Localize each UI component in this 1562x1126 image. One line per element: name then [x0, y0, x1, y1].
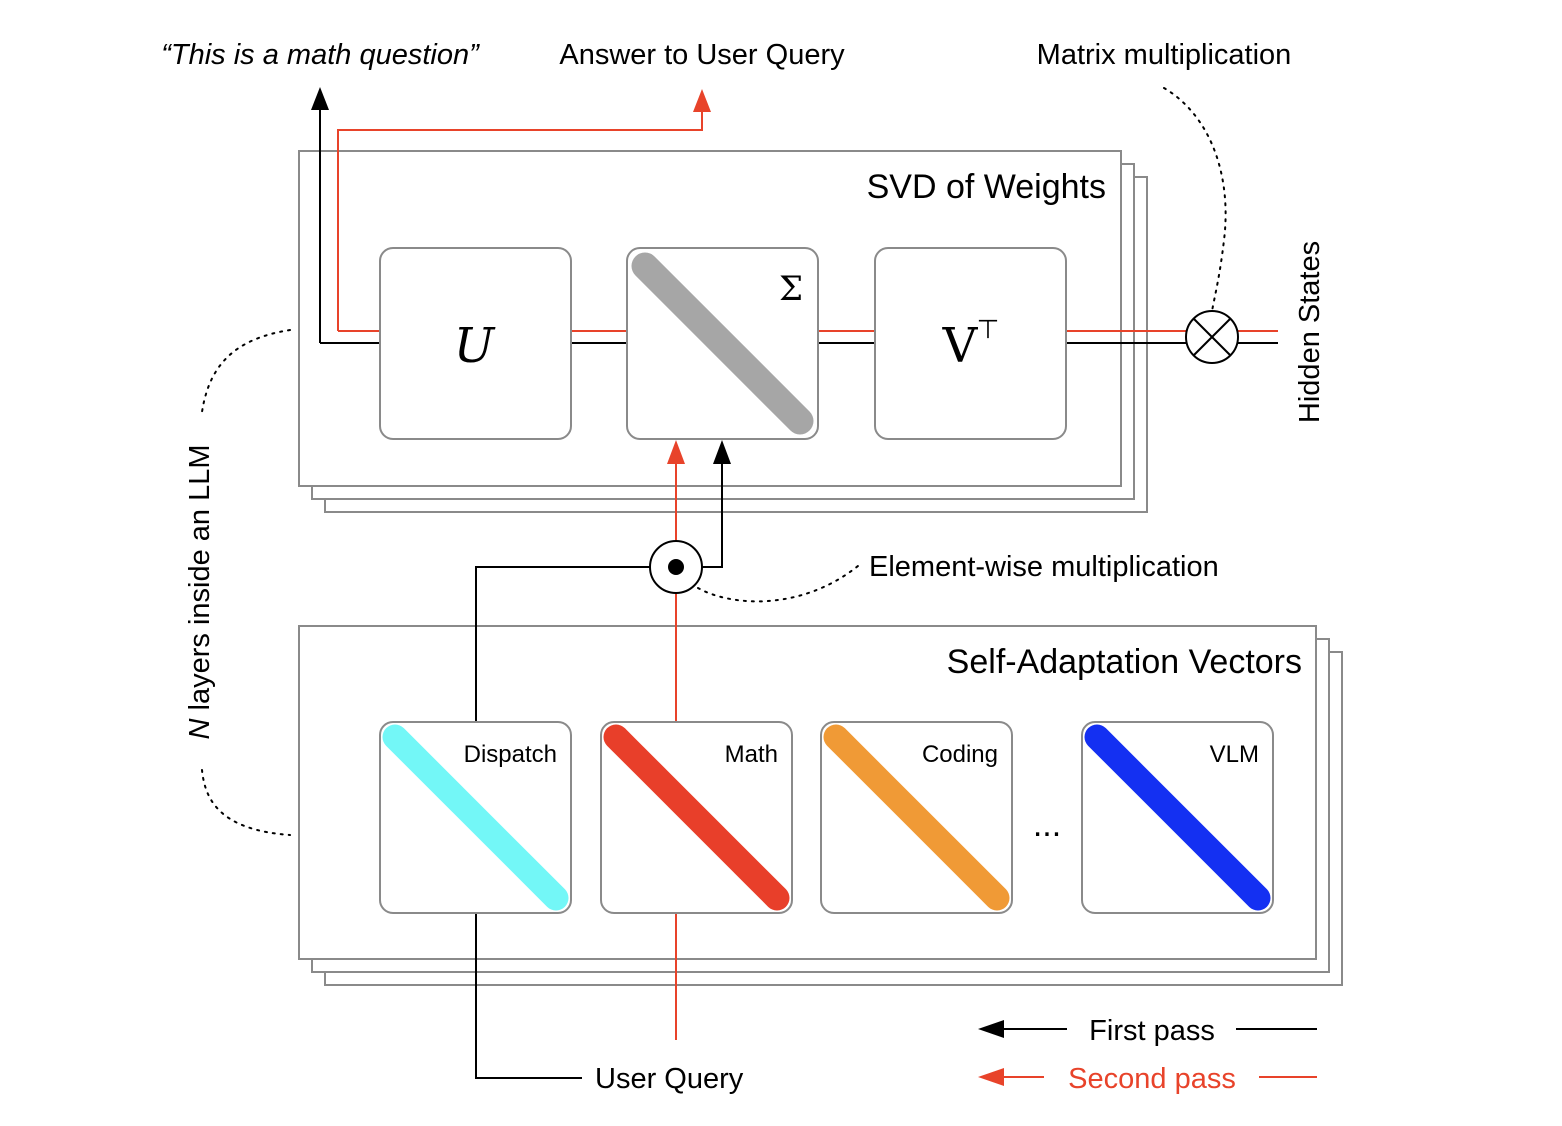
vectors-title: Self-Adaptation Vectors	[947, 643, 1302, 681]
vector-label-vlm: VLM	[1210, 741, 1259, 768]
v-superscript: ⊤	[977, 314, 1000, 344]
layers-label-rest: layers inside an LLM	[184, 445, 216, 719]
vlm-diagonal	[1084, 724, 1271, 911]
u-block: U	[379, 247, 572, 440]
sigma-red-arrowhead	[667, 440, 685, 464]
layers-label-n: N	[184, 718, 216, 739]
answer-arrowhead	[693, 89, 711, 112]
sigma-label: Σ	[779, 269, 803, 309]
math-question-label: “This is a math question”	[161, 39, 480, 71]
sigma-black-arrowhead	[713, 440, 731, 464]
legend-second-arrowhead	[978, 1068, 1004, 1086]
layers-brace-bottom	[201, 769, 291, 836]
vectors-ellipsis: ...	[1033, 806, 1061, 844]
sigma-diagonal	[631, 252, 814, 435]
math-diagonal	[603, 724, 790, 911]
sigma-block: Σ	[626, 247, 819, 440]
v-transpose-block: V ⊤	[874, 247, 1067, 440]
u-label: U	[454, 318, 496, 374]
answer-label: Answer to User Query	[559, 39, 845, 71]
v-label: V	[942, 318, 979, 374]
vector-label-coding: Coding	[922, 741, 998, 768]
legend-first-arrowhead	[978, 1020, 1004, 1038]
svd-title: SVD of Weights	[867, 168, 1106, 206]
vector-block-vlm: VLM	[1081, 721, 1274, 914]
dispatch-diagonal	[382, 724, 569, 911]
hidden-states-label: Hidden States	[1294, 241, 1326, 423]
vector-label-math: Math	[725, 741, 778, 768]
legend: First pass Second pass	[978, 1015, 1317, 1095]
coding-diagonal	[823, 724, 1010, 911]
vector-block-math: Math	[600, 721, 793, 914]
legend-first-label: First pass	[1089, 1015, 1215, 1047]
layers-brace-top	[201, 329, 291, 413]
matrix-multiply-icon	[1185, 310, 1239, 364]
legend-second-label: Second pass	[1068, 1063, 1236, 1095]
matrix-mult-leader	[1163, 87, 1227, 312]
vector-label-dispatch: Dispatch	[464, 741, 557, 768]
math-question-arrowhead	[311, 87, 329, 110]
vector-block-dispatch: Dispatch	[379, 721, 572, 914]
elementwise-label: Element-wise multiplication	[869, 551, 1219, 583]
elementwise-leader	[697, 565, 859, 603]
layers-label: N layers inside an LLM	[184, 445, 216, 740]
matrix-mult-label: Matrix multiplication	[1037, 39, 1292, 71]
elementwise-multiply-icon	[649, 540, 703, 594]
user-query-label: User Query	[595, 1063, 744, 1095]
vector-block-coding: Coding	[820, 721, 1013, 914]
